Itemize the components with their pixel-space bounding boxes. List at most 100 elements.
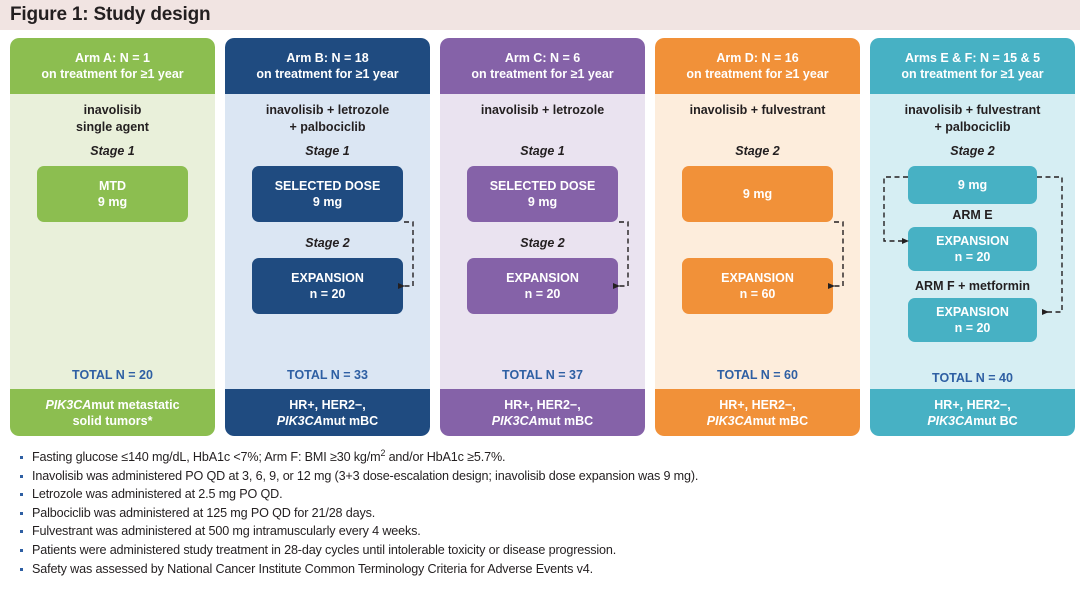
arm-c-regimen: inavolisib + letrozole — [440, 102, 645, 119]
arm-a-regimen-line2: single agent — [76, 120, 149, 134]
arms-ef-body: inavolisib + fulvestrant + palbociclib S… — [870, 94, 1075, 389]
study-design-diagram: Arm A: N = 1 on treatment for ≥1 year in… — [0, 30, 1080, 445]
arm-a-population-line1: PIK3CAmut metastatic — [45, 397, 179, 413]
arm-a-mtd-box[interactable]: MTD 9 mg — [37, 166, 188, 222]
arm-c-population: HR+, HER2−, PIK3CAmut mBC — [440, 389, 645, 436]
arms-ef-regimen: inavolisib + fulvestrant + palbociclib — [870, 102, 1075, 136]
arms-ef-dose-box[interactable]: 9 mg — [908, 166, 1037, 204]
arm-d-regimen-line1: inavolisib + fulvestrant — [689, 103, 826, 117]
footnote-item: Letrozole was administered at 2.5 mg PO … — [18, 485, 1080, 504]
arm-a-total: TOTAL N = 20 — [72, 368, 153, 382]
arm-b-stage1-label: Stage 1 — [305, 144, 350, 158]
arm-e-label: ARM E — [952, 208, 993, 222]
arm-c-gene: PIK3CA — [491, 413, 538, 428]
arms-ef-header-line2: on treatment for ≥1 year — [901, 67, 1044, 81]
arm-f-expansion-label: EXPANSION — [936, 305, 1009, 319]
footnote-item: Inavolisib was administered PO QD at 3, … — [18, 467, 1080, 486]
arm-c-selected-dose-value: 9 mg — [527, 195, 558, 209]
page-title: Figure 1: Study design — [10, 4, 211, 25]
arm-b-population: HR+, HER2−, PIK3CAmut mBC — [225, 389, 430, 436]
arm-e-expansion-box[interactable]: EXPANSION n = 20 — [908, 227, 1037, 271]
arm-d-expansion-n: n = 60 — [739, 287, 776, 301]
arm-b-expansion-box[interactable]: EXPANSION n = 20 — [252, 258, 403, 314]
arms-ef-regimen-line1: inavolisib + fulvestrant — [904, 103, 1041, 117]
footnote-item: Patients were administered study treatme… — [18, 541, 1080, 560]
arm-a-header-line1: Arm A: N = 1 — [75, 51, 150, 65]
arm-f-expansion-box[interactable]: EXPANSION n = 20 — [908, 298, 1037, 342]
arm-c-population-line2: PIK3CAmut mBC — [492, 413, 593, 429]
arm-b-total: TOTAL N = 33 — [287, 368, 368, 382]
arm-b-column: Arm B: N = 18 on treatment for ≥1 year i… — [225, 38, 430, 436]
arm-d-population-line1: HR+, HER2−, — [719, 397, 796, 412]
arm-a-regimen: inavolisib single agent — [10, 102, 215, 136]
arm-c-expansion-n: n = 20 — [524, 287, 561, 301]
arm-b-body: inavolisib + letrozole + palbociclib Sta… — [225, 94, 430, 389]
arm-d-dose-box[interactable]: 9 mg — [682, 166, 833, 222]
arms-ef-stage2-label: Stage 2 — [950, 144, 995, 158]
arm-d-stage2-label: Stage 2 — [735, 144, 780, 158]
arm-c-population-line1: HR+, HER2−, — [504, 397, 581, 412]
arm-d-population-line2: PIK3CAmut mBC — [707, 413, 808, 429]
arm-e-expansion-label: EXPANSION — [936, 234, 1009, 248]
arm-a-population-line2: solid tumors* — [72, 413, 153, 428]
arm-a-header-line2: on treatment for ≥1 year — [41, 67, 184, 81]
arms-ef-population: HR+, HER2−, PIK3CAmut BC — [870, 389, 1075, 436]
arm-c-header-line1: Arm C: N = 6 — [504, 51, 581, 65]
arms-ef-dose-value: 9 mg — [957, 178, 988, 192]
arm-b-population-rest: mut mBC — [322, 413, 379, 428]
arms-ef-population-rest: mut BC — [973, 413, 1018, 428]
arm-b-expansion-label: EXPANSION — [291, 271, 364, 285]
arm-d-expansion-label: EXPANSION — [721, 271, 794, 285]
arms-ef-column: Arms E & F: N = 15 & 5 on treatment for … — [870, 38, 1075, 436]
footnote-item: Fasting glucose ≤140 mg/dL, HbA1c <7%; A… — [18, 448, 1080, 467]
arm-c-selected-dose-label: SELECTED DOSE — [489, 179, 596, 193]
arm-d-body: inavolisib + fulvestrant Stage 2 9 mg EX… — [655, 94, 860, 389]
arm-d-expansion-box[interactable]: EXPANSION n = 60 — [682, 258, 833, 314]
arm-b-header: Arm B: N = 18 on treatment for ≥1 year — [225, 38, 430, 94]
arm-a-stage1-label: Stage 1 — [90, 144, 135, 158]
arm-b-gene: PIK3CA — [276, 413, 323, 428]
arm-c-stage2-label: Stage 2 — [520, 236, 565, 250]
arm-a-mtd-label: MTD — [98, 179, 127, 193]
arm-a-body: inavolisib single agent Stage 1 MTD 9 mg — [10, 94, 215, 389]
arm-d-column: Arm D: N = 16 on treatment for ≥1 year i… — [655, 38, 860, 436]
arm-d-header: Arm D: N = 16 on treatment for ≥1 year — [655, 38, 860, 94]
arm-a-column: Arm A: N = 1 on treatment for ≥1 year in… — [10, 38, 215, 436]
arms-ef-header-line1: Arms E & F: N = 15 & 5 — [904, 51, 1041, 65]
arm-c-header: Arm C: N = 6 on treatment for ≥1 year — [440, 38, 645, 94]
arm-c-expansion-label: EXPANSION — [506, 271, 579, 285]
footnote-item: Fulvestrant was administered at 500 mg i… — [18, 522, 1080, 541]
arm-f-expansion-n: n = 20 — [954, 321, 991, 335]
arm-c-population-rest: mut mBC — [537, 413, 594, 428]
arm-d-dose-value: 9 mg — [742, 187, 773, 201]
arm-b-selected-dose-value: 9 mg — [312, 195, 343, 209]
arm-d-gene: PIK3CA — [706, 413, 753, 428]
arm-b-header-line2: on treatment for ≥1 year — [256, 67, 399, 81]
arm-c-body: inavolisib + letrozole Stage 1 SELECTED … — [440, 94, 645, 389]
arm-b-population-line1: HR+, HER2−, — [289, 397, 366, 412]
arm-b-expansion-n: n = 20 — [309, 287, 346, 301]
arm-d-population-rest: mut mBC — [752, 413, 809, 428]
arms-ef-header: Arms E & F: N = 15 & 5 on treatment for … — [870, 38, 1075, 94]
arm-a-header: Arm A: N = 1 on treatment for ≥1 year — [10, 38, 215, 94]
arm-d-regimen: inavolisib + fulvestrant — [655, 102, 860, 119]
footnote-item: Palbociclib was administered at 125 mg P… — [18, 504, 1080, 523]
arm-c-selected-dose-box[interactable]: SELECTED DOSE 9 mg — [467, 166, 618, 222]
arms-ef-regimen-line2: + palbociclib — [934, 120, 1011, 134]
arm-b-regimen-line2: + palbociclib — [289, 120, 366, 134]
arm-b-regimen-line1: inavolisib + letrozole — [265, 103, 390, 117]
arms-ef-population-line2: PIK3CAmut BC — [927, 413, 1017, 429]
arm-c-expansion-box[interactable]: EXPANSION n = 20 — [467, 258, 618, 314]
arm-d-header-line2: on treatment for ≥1 year — [686, 67, 829, 81]
arms-ef-total: TOTAL N = 40 — [932, 371, 1013, 385]
arm-b-stage2-label: Stage 2 — [305, 236, 350, 250]
footnotes: Fasting glucose ≤140 mg/dL, HbA1c <7%; A… — [0, 448, 1080, 592]
arm-b-population-line2: PIK3CAmut mBC — [277, 413, 378, 429]
arm-b-selected-dose-box[interactable]: SELECTED DOSE 9 mg — [252, 166, 403, 222]
arm-d-population: HR+, HER2−, PIK3CAmut mBC — [655, 389, 860, 436]
arm-b-selected-dose-label: SELECTED DOSE — [274, 179, 381, 193]
arm-a-population-rest: mut metastatic — [91, 397, 180, 412]
arm-d-header-line1: Arm D: N = 16 — [716, 51, 799, 65]
arm-c-column: Arm C: N = 6 on treatment for ≥1 year in… — [440, 38, 645, 436]
